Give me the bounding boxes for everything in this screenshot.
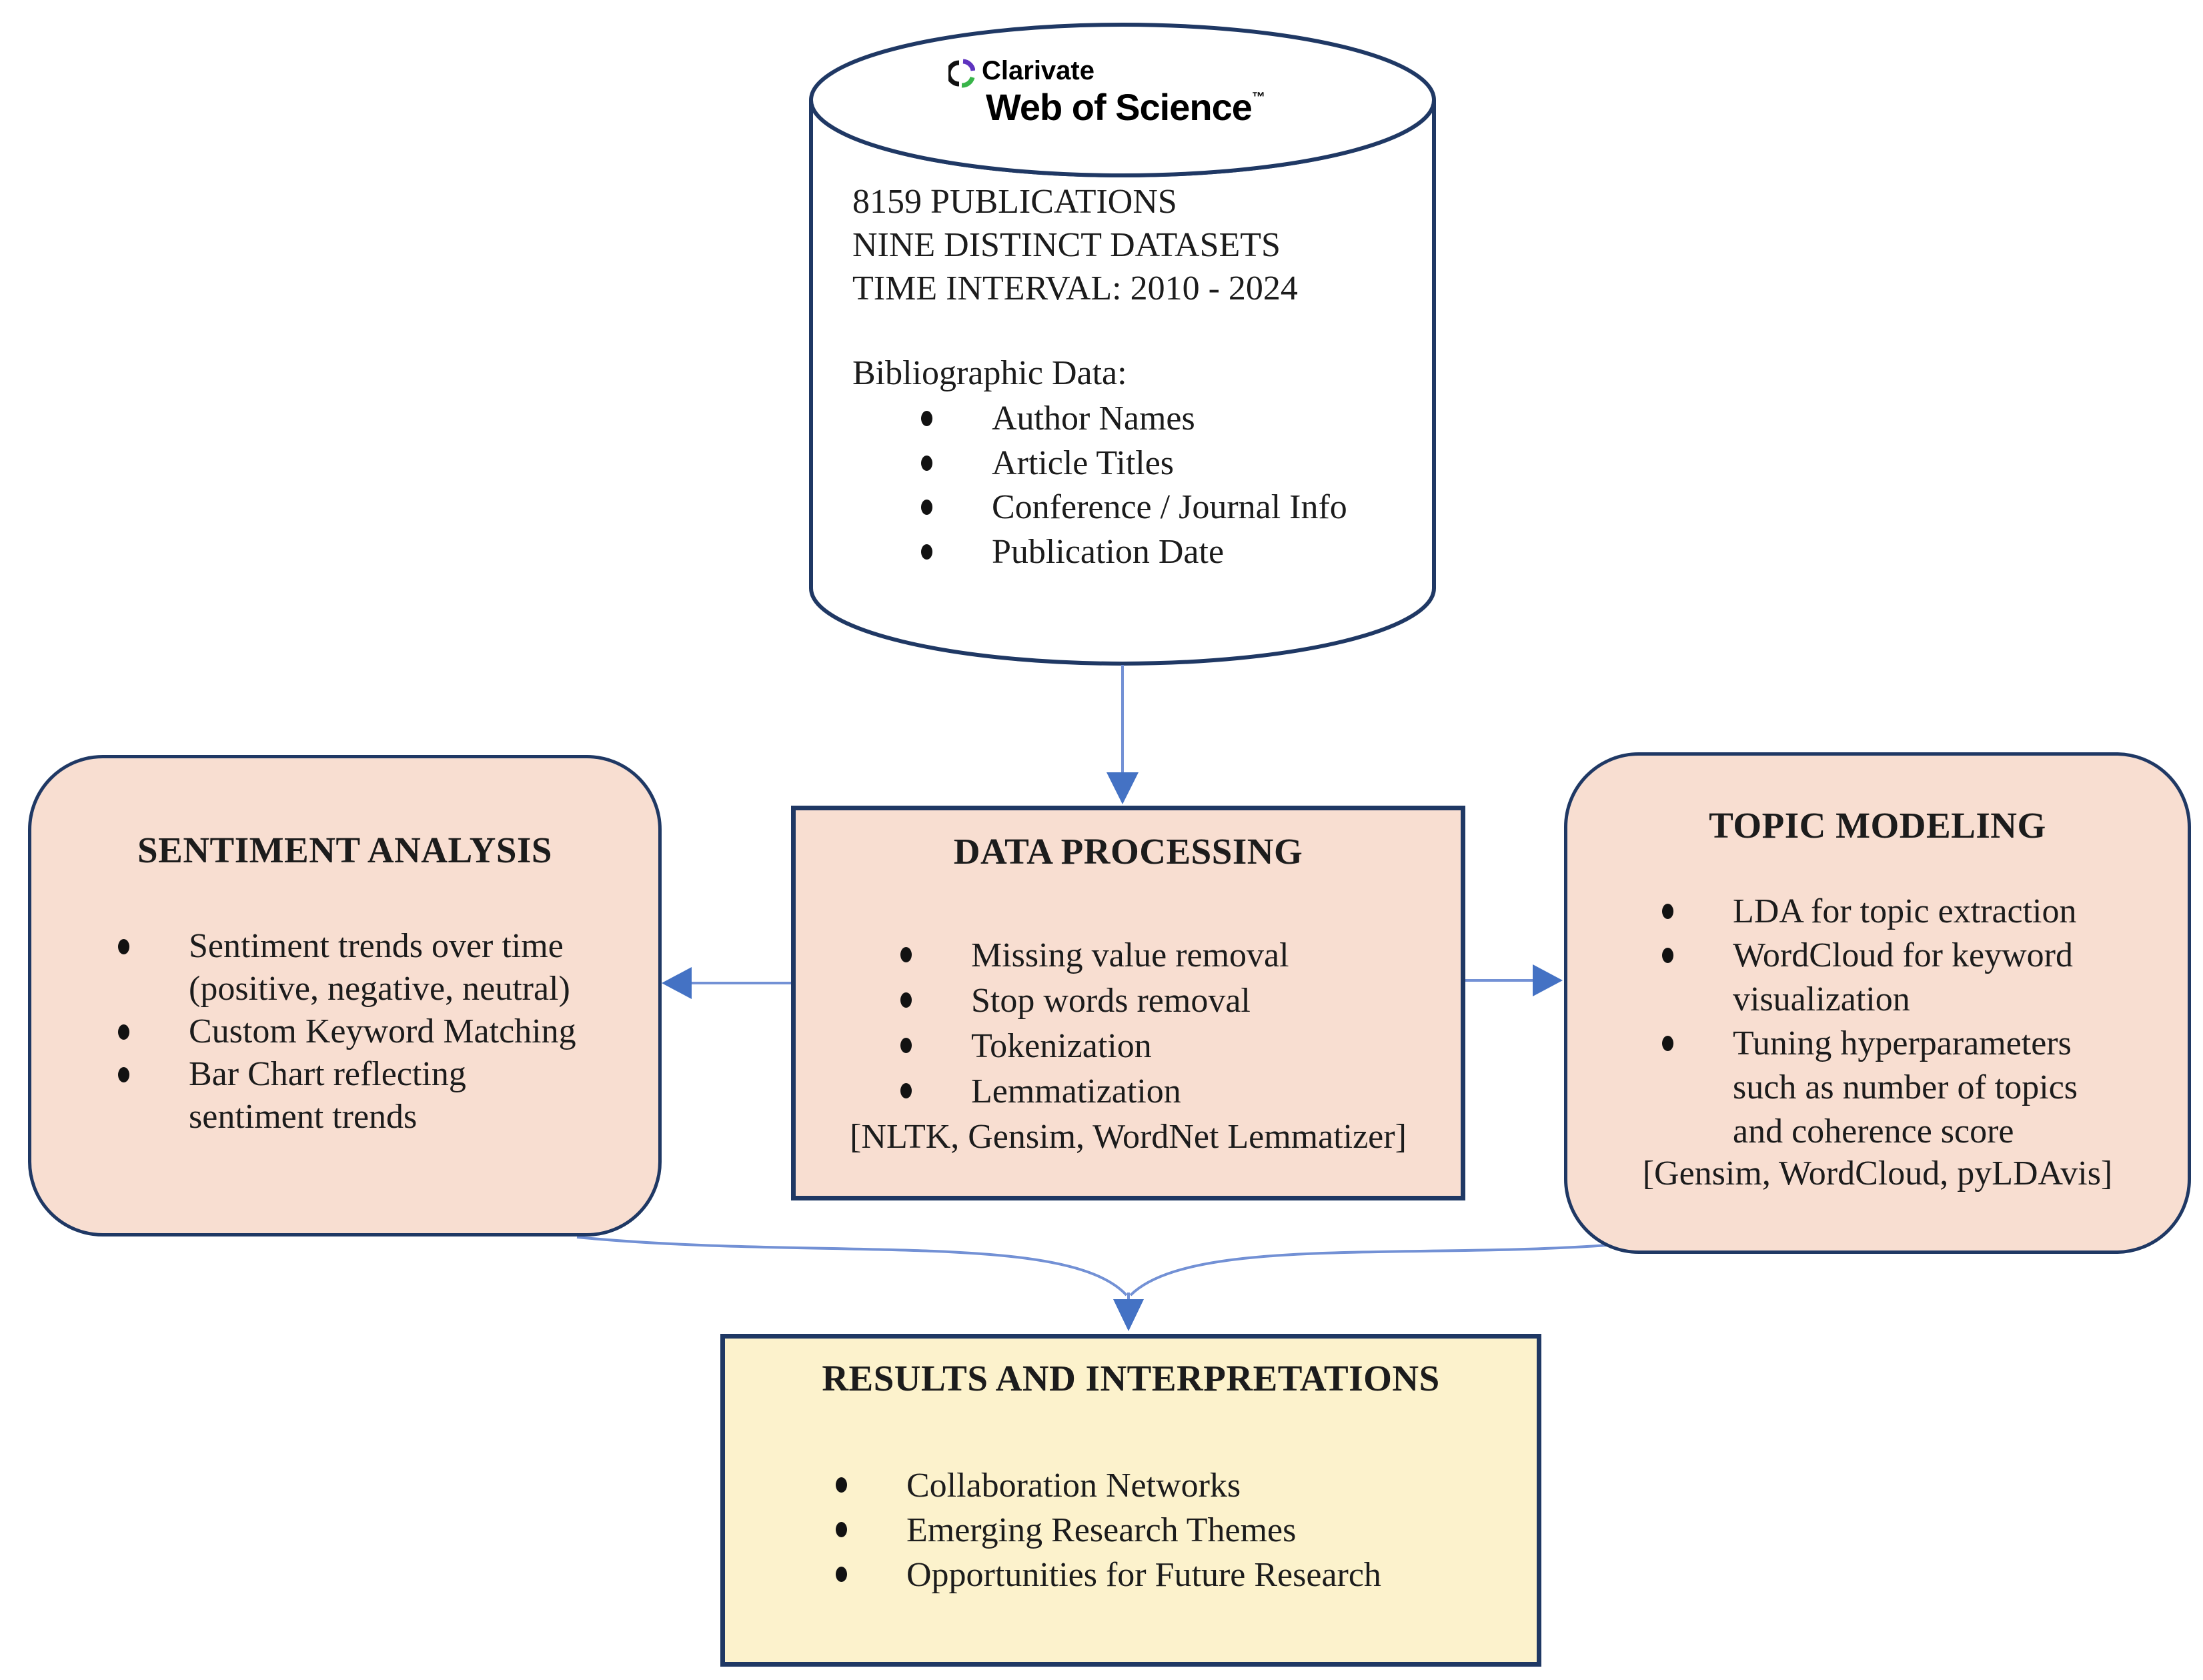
list-item-line: Conference / Journal Info [992, 488, 1347, 526]
logo-product-text: Web of Science™ [986, 86, 1265, 128]
list-item: Collaboration Networks [836, 1463, 1381, 1508]
processing-box-title: DATA PROCESSING [953, 831, 1303, 872]
arrow-right-to-topic [1465, 964, 1563, 996]
list-item: Missing value removal [900, 933, 1289, 978]
topic-tools-label: [Gensim, WordCloud, pyLDAvis] [1642, 1154, 2113, 1192]
topic-box-title: TOPIC MODELING [1709, 805, 2046, 846]
list-item-line: Collaboration Networks [906, 1467, 1241, 1505]
list-item-line: Sentiment trends over time [189, 927, 564, 965]
logo-brand-text: Clarivate [982, 56, 1094, 85]
arrow-left-to-sentiment [662, 967, 791, 999]
merge-arrow-to-results [576, 1236, 1648, 1331]
list-item-line: Custom Keyword Matching [189, 1012, 576, 1050]
list-item: Conference / Journal Info [921, 486, 1347, 530]
list-item: LDA for topic extraction [1661, 890, 2078, 934]
arrow-down-to-processing [1107, 665, 1139, 804]
list-item-line: Tuning hyperparameters [1733, 1024, 2072, 1062]
stat-line: NINE DISTINCT DATASETS [852, 226, 1281, 264]
list-item-line: Missing value removal [971, 936, 1289, 974]
list-item-line: Stop words removal [971, 982, 1251, 1020]
list-item-line: and coherence score [1733, 1112, 2014, 1150]
list-item-line: (positive, negative, neutral) [189, 970, 570, 1008]
list-item-line: Publication Date [992, 532, 1225, 571]
clarivate-icon [948, 59, 975, 88]
list-item: Tuning hyperparameters such as number of … [1661, 1022, 2078, 1154]
list-item: Custom Keyword Matching [118, 1010, 576, 1053]
list-item-line: Lemmatization [971, 1072, 1181, 1110]
sentiment-list: Sentiment trends over time (positive, neg… [118, 925, 576, 1138]
arrow-left-icon [662, 967, 692, 999]
list-item: Opportunities for Future Research [836, 1553, 1381, 1597]
arrow-down-icon [1113, 1299, 1144, 1331]
list-item: Emerging Research Themes [836, 1508, 1381, 1553]
processing-tools-label: [NLTK, Gensim, WordNet Lemmatizer] [850, 1118, 1407, 1156]
list-item: Lemmatization [900, 1069, 1289, 1114]
web-of-science-logo: Clarivate Web of Science™ [948, 56, 1269, 143]
list-item-line: sentiment trends [189, 1098, 418, 1136]
results-box-title: RESULTS AND INTERPRETATIONS [822, 1358, 1440, 1399]
list-item-line: Bar Chart reflecting [189, 1055, 466, 1093]
database-stats: 8159 PUBLICATIONS NINE DISTINCT DATASETS… [852, 180, 1298, 310]
list-item: Publication Date [921, 530, 1347, 575]
list-item: Article Titles [921, 442, 1347, 486]
list-item-line: LDA for topic extraction [1733, 892, 2077, 930]
sentiment-box-title: SENTIMENT ANALYSIS [137, 830, 552, 870]
list-item-line: WordCloud for keyword [1733, 936, 2073, 974]
list-item-line: Author Names [992, 399, 1195, 438]
list-item-line: Opportunities for Future Research [906, 1556, 1381, 1594]
list-item: Author Names [921, 397, 1347, 442]
arrow-right-icon [1533, 964, 1563, 996]
list-item-line: Article Titles [992, 444, 1175, 482]
list-item-line: such as number of topics [1733, 1068, 2078, 1106]
results-box: RESULTS AND INTERPRETATIONS Collaboratio… [720, 1334, 1541, 1667]
list-item-line: Tokenization [971, 1027, 1152, 1065]
trademark-symbol: ™ [1251, 90, 1265, 105]
arrow-down-icon [1107, 772, 1139, 804]
list-item: Bar Chart reflecting sentiment trends [118, 1053, 576, 1138]
stat-line: 8159 PUBLICATIONS [852, 183, 1177, 221]
list-item: Stop words removal [900, 978, 1289, 1024]
stat-line: TIME INTERVAL: 2010 - 2024 [852, 269, 1298, 307]
sentiment-analysis-box: SENTIMENT ANALYSIS Sentiment trends over… [28, 755, 662, 1236]
merge-curve-right [1129, 1240, 1648, 1297]
merge-curve-left [576, 1236, 1128, 1297]
list-item-line: Emerging Research Themes [906, 1511, 1297, 1549]
bibliographic-data-heading: Bibliographic Data: [852, 354, 1127, 392]
list-item: Sentiment trends over time (positive, neg… [118, 925, 576, 1010]
list-item-line: visualization [1733, 980, 1910, 1018]
list-item: WordCloud for keyword visualization [1661, 934, 2078, 1022]
list-item: Tokenization [900, 1024, 1289, 1069]
